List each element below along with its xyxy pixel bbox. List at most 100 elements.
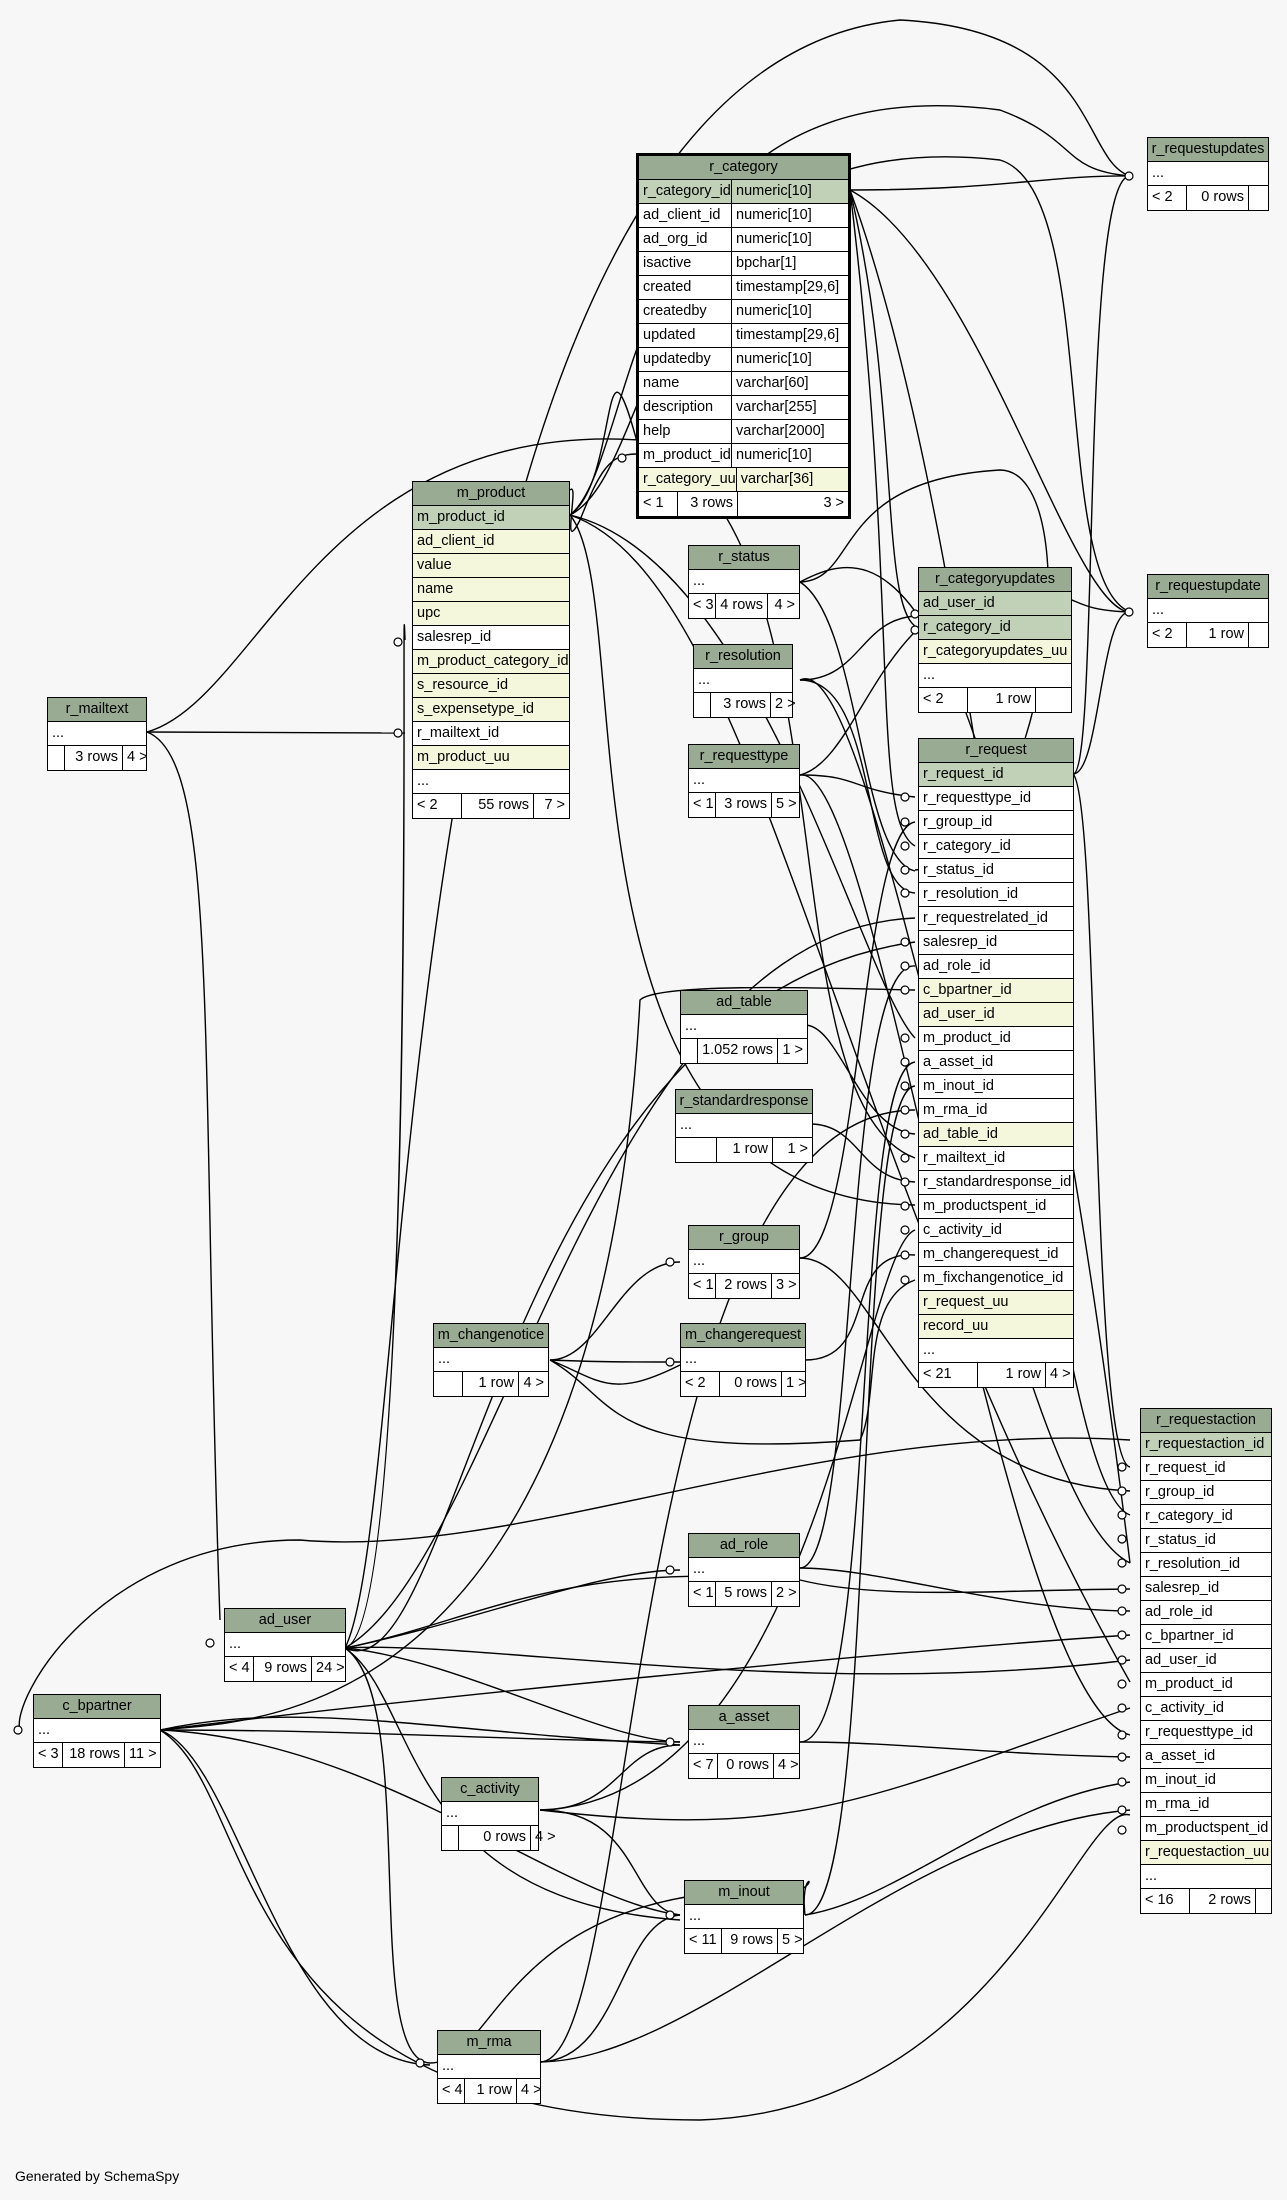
column-row[interactable]: r_mailtext_id (413, 722, 569, 746)
column-row[interactable]: ad_role_id (919, 955, 1073, 979)
table-title[interactable]: r_group (689, 1226, 799, 1250)
table-title[interactable]: c_activity (442, 1778, 538, 1802)
table-title[interactable]: r_requestaction (1141, 1409, 1271, 1433)
column-row[interactable]: ad_role_id (1141, 1601, 1271, 1625)
column-row[interactable]: c_bpartner_id (1141, 1625, 1271, 1649)
table-title[interactable]: r_requesttype (689, 745, 799, 769)
column-row[interactable]: salesrep_id (413, 626, 569, 650)
table-title[interactable]: r_requestupdates (1148, 138, 1268, 162)
column-row[interactable]: m_fixchangenotice_id (919, 1267, 1073, 1291)
column-row[interactable]: r_categoryupdates_uu (919, 640, 1071, 664)
table-title[interactable]: ad_user (225, 1609, 345, 1633)
children-count[interactable] (1035, 688, 1071, 712)
more-columns-row[interactable]: ... (685, 1905, 803, 1929)
more-columns-row[interactable]: ... (438, 2055, 540, 2079)
children-count[interactable]: 4 > (767, 594, 799, 618)
column-row[interactable]: a_asset_id (1141, 1745, 1271, 1769)
column-row[interactable]: salesrep_id (919, 931, 1073, 955)
column-row[interactable]: r_resolution_id (919, 883, 1073, 907)
table-title[interactable]: r_resolution (694, 645, 792, 669)
parents-count[interactable] (681, 1039, 697, 1063)
column-row[interactable]: m_rma_id (1141, 1793, 1271, 1817)
table-title[interactable]: c_bpartner (34, 1695, 160, 1719)
more-columns-row[interactable]: ... (694, 669, 792, 693)
more-columns-row[interactable]: ... (48, 722, 146, 746)
parents-count[interactable]: < 7 (693, 1757, 714, 1773)
table-title[interactable]: r_mailtext (48, 698, 146, 722)
children-count[interactable]: 2 > (770, 693, 800, 717)
column-row[interactable]: c_activity_id (919, 1219, 1073, 1243)
column-row[interactable]: r_mailtext_id (919, 1147, 1073, 1171)
children-count[interactable] (1255, 1889, 1271, 1913)
column-row[interactable]: ad_user_id (919, 1003, 1073, 1027)
column-row[interactable]: value (413, 554, 569, 578)
more-columns-row[interactable]: ... (1148, 599, 1268, 623)
column-row[interactable]: ad_user_id (1141, 1649, 1271, 1673)
parents-count[interactable]: < 16 (1145, 1892, 1174, 1908)
parents-count[interactable] (442, 1826, 458, 1850)
more-columns-row[interactable]: ... (442, 1802, 538, 1826)
column-row[interactable]: r_requestaction_id (1141, 1433, 1271, 1457)
parents-count[interactable]: < 1 (693, 1277, 714, 1293)
children-count[interactable]: 5 > (771, 793, 801, 817)
column-row[interactable]: c_bpartner_id (919, 979, 1073, 1003)
children-count[interactable]: 7 > (533, 794, 569, 818)
column-row[interactable]: r_group_id (1141, 1481, 1271, 1505)
column-row[interactable]: salesrep_id (1141, 1577, 1271, 1601)
children-count[interactable]: 4 > (773, 1754, 803, 1778)
parents-count[interactable]: < 1 (693, 1585, 714, 1601)
children-count[interactable] (1248, 186, 1272, 210)
column-row[interactable]: r_standardresponse_id (919, 1171, 1073, 1195)
more-columns-row[interactable]: ... (413, 770, 569, 794)
parents-count[interactable]: < 4 (229, 1660, 250, 1676)
more-columns-row[interactable]: ... (1148, 162, 1268, 186)
children-count[interactable]: 4 > (516, 2079, 546, 2103)
column-row[interactable]: m_changerequest_id (919, 1243, 1073, 1267)
column-row[interactable]: r_group_id (919, 811, 1073, 835)
column-row[interactable]: r_category_id (1141, 1505, 1271, 1529)
column-row[interactable]: r_resolution_id (1141, 1553, 1271, 1577)
parents-count[interactable]: < 2 (417, 797, 438, 813)
more-columns-row[interactable]: ... (681, 1015, 807, 1039)
parents-count[interactable]: < 2 (1152, 189, 1173, 205)
column-row[interactable]: s_expensetype_id (413, 698, 569, 722)
more-columns-row[interactable]: ... (434, 1348, 548, 1372)
children-count[interactable]: 4 > (518, 1372, 548, 1396)
parents-count[interactable]: < 2 (923, 691, 944, 707)
parents-count[interactable]: < 3 (38, 1746, 59, 1762)
column-row[interactable]: ad_table_id (919, 1123, 1073, 1147)
table-title[interactable]: a_asset (689, 1706, 799, 1730)
table-title[interactable]: r_request (919, 739, 1073, 763)
more-columns-row[interactable]: ... (689, 769, 799, 793)
column-row[interactable]: m_inout_id (919, 1075, 1073, 1099)
more-columns-row[interactable]: ... (681, 1348, 805, 1372)
more-columns-row[interactable]: ... (919, 1339, 1073, 1363)
table-title[interactable]: r_standardresponse (676, 1090, 812, 1114)
parents-count[interactable]: < 11 (689, 1932, 717, 1948)
more-columns-row[interactable]: ... (689, 1250, 799, 1274)
more-columns-row[interactable]: ... (1141, 1865, 1271, 1889)
column-row[interactable]: m_productspent_id (919, 1195, 1073, 1219)
parents-count[interactable] (676, 1138, 716, 1162)
column-row[interactable]: r_requesttype_id (1141, 1721, 1271, 1745)
children-count[interactable]: 4 > (122, 746, 152, 770)
